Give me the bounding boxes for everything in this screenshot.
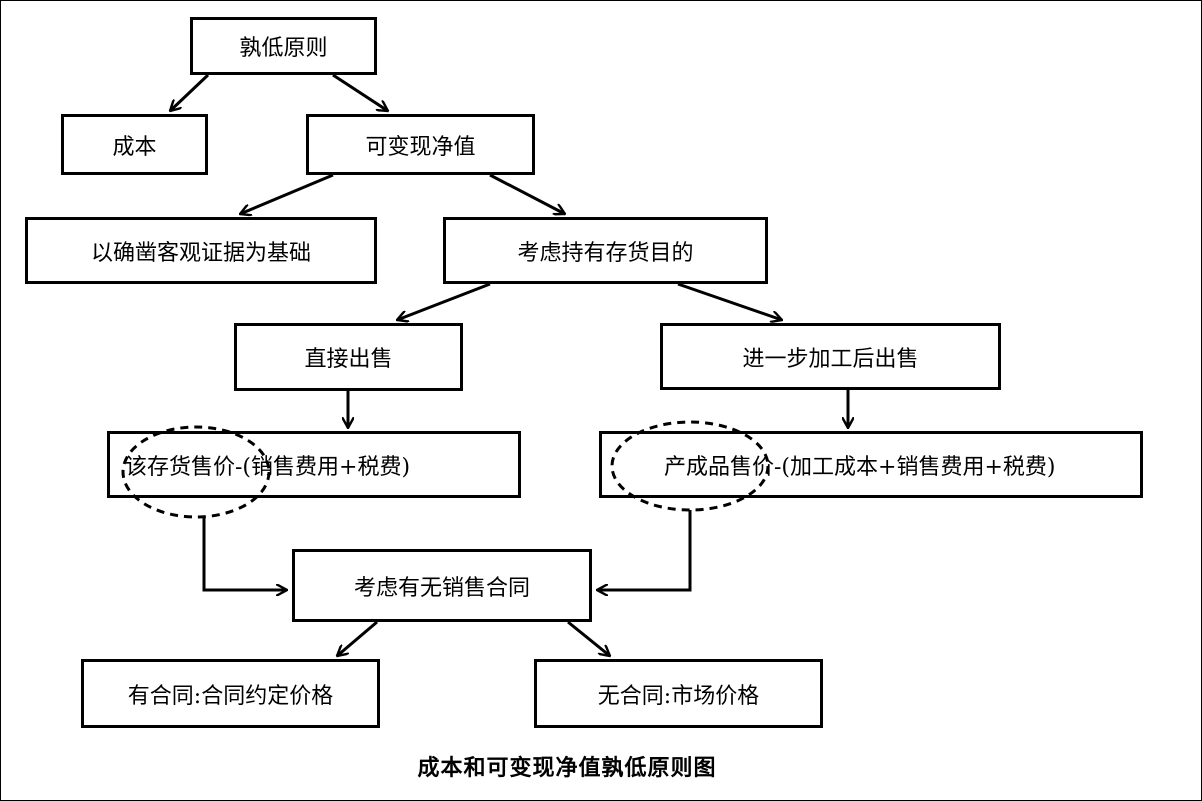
node-without-contract-label: 无合同:市场价格 <box>597 683 760 709</box>
arrow-purpose-to-direct-sale <box>397 282 491 320</box>
node-nrv-label: 可变现净值 <box>365 134 476 160</box>
node-further-processing: 进一步加工后出售 <box>660 323 1001 390</box>
node-direct-sale: 直接出售 <box>234 323 463 391</box>
node-direct-sale-label: 直接出售 <box>304 347 393 372</box>
node-root-label: 孰低原则 <box>239 36 328 61</box>
arrow-contract-to-without <box>567 620 610 656</box>
arrow-root-to-nrv <box>332 73 388 111</box>
node-further-processing-label: 进一步加工后出售 <box>742 346 919 372</box>
arrow-nrv-to-purpose <box>489 173 565 214</box>
node-with-contract: 有合同:合同约定价格 <box>81 659 380 728</box>
node-purpose-label: 考虑持有存货目的 <box>517 240 694 266</box>
highlight-ellipse-processing <box>610 420 770 512</box>
arrow-nrv-to-evidence <box>240 173 334 214</box>
diagram-caption: 成本和可变现净值孰低原则图 <box>417 756 717 781</box>
node-formula-processing-label: 产成品售价-(加工成本+销售费用+税费) <box>664 454 1056 480</box>
node-formula-processing: 产成品售价-(加工成本+销售费用+税费) <box>599 431 1143 498</box>
arrow-formula-direct-to-contract <box>202 517 287 590</box>
node-evidence: 以确凿客观证据为基础 <box>25 217 377 284</box>
arrow-root-to-cost <box>170 73 210 111</box>
node-with-contract-label: 有合同:合同约定价格 <box>127 683 334 709</box>
arrow-purpose-to-further-processing <box>677 282 782 320</box>
node-purpose: 考虑持有存货目的 <box>443 217 768 284</box>
highlight-ellipse-direct <box>121 425 271 519</box>
node-formula-direct-label: 该存货售价-(销售费用+税费) <box>125 454 411 480</box>
node-formula-direct: 该存货售价-(销售费用+税费) <box>107 431 521 498</box>
node-cost-label: 成本 <box>112 134 157 160</box>
arrow-contract-to-with <box>337 620 378 656</box>
arrow-formula-processing-to-contract <box>597 510 692 590</box>
node-without-contract: 无合同:市场价格 <box>534 659 823 728</box>
node-contract-check-label: 考虑有无销售合同 <box>353 575 530 601</box>
node-contract-check: 考虑有无销售合同 <box>292 549 592 622</box>
node-root: 孰低原则 <box>190 17 377 75</box>
node-nrv: 可变现净值 <box>306 114 535 175</box>
node-cost: 成本 <box>61 114 208 175</box>
node-evidence-label: 以确凿客观证据为基础 <box>90 240 311 266</box>
